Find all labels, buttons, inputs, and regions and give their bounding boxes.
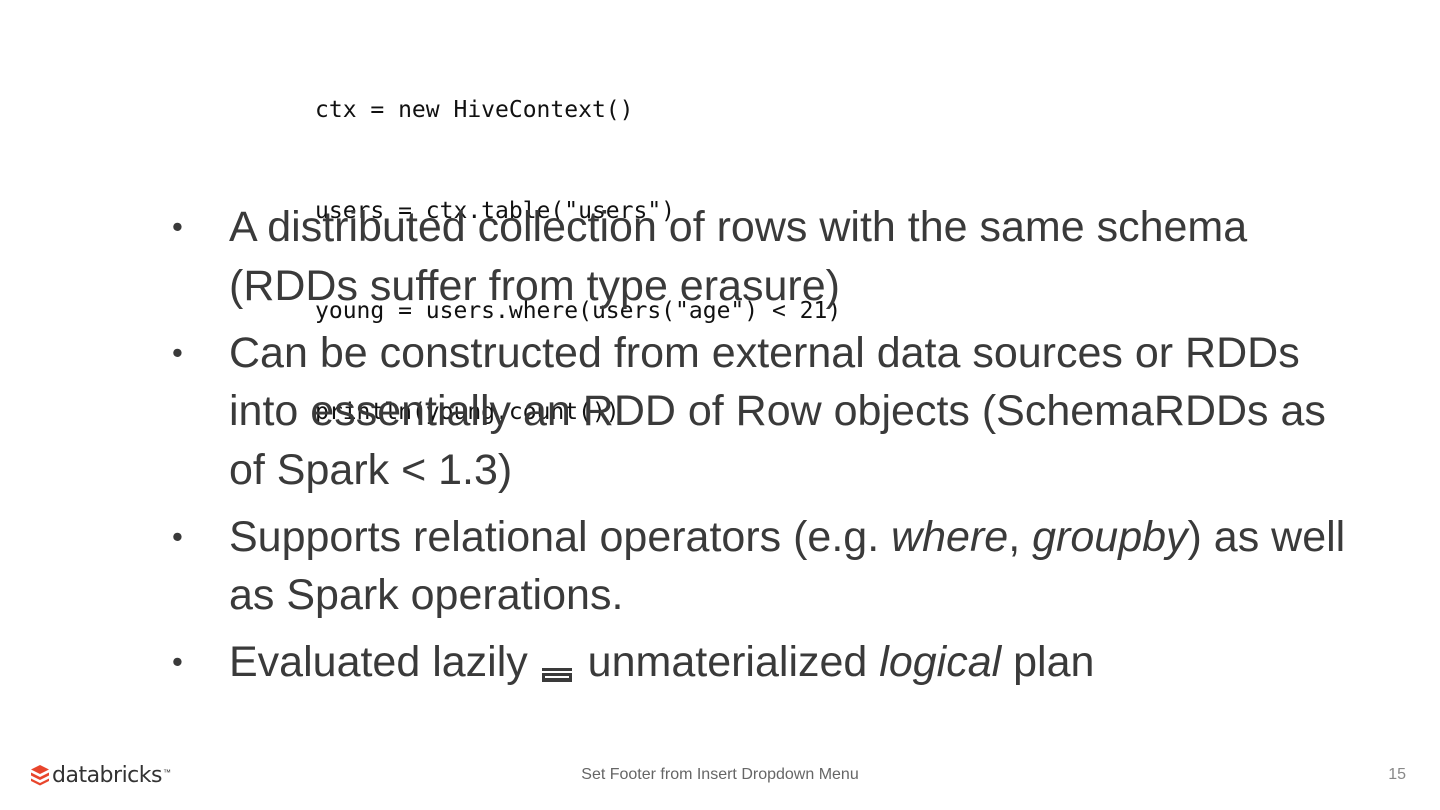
logo-wordmark: databricks [52, 762, 162, 788]
bullet-emphasis: groupby [1032, 512, 1188, 561]
bullet-text: Supports relational operators (e.g. [229, 512, 892, 561]
page-number: 15 [1388, 766, 1406, 783]
bullet-text: unmaterialized [575, 638, 880, 686]
bullet-dot: • [172, 209, 183, 244]
databricks-logo: databricks ™ [30, 762, 171, 788]
bullet-dot: • [172, 334, 183, 370]
bullet-text: ) as well as Spark operations. [229, 512, 1346, 620]
bullet-text: Evaluated lazily [229, 638, 540, 686]
bullet-item: • Supports relational operators (e.g. wh… [172, 508, 1352, 625]
bullet-dot: • [172, 518, 183, 554]
bullet-item: • Evaluated lazily unmaterialized logica… [172, 633, 1352, 692]
bullet-emphasis: where [891, 512, 1009, 561]
bullet-emphasis: logical [879, 638, 1002, 686]
code-line: ctx = new HiveContext() [315, 97, 634, 123]
bullet-list: • A distributed collection of rows with … [172, 198, 1352, 700]
code-line: users = ctx.table("users") [315, 197, 676, 224]
bullet-text: , [1008, 512, 1033, 561]
bullet-item: • A distributed collection of rows with … [172, 198, 1352, 315]
footer-text: Set Footer from Insert Dropdown Menu [581, 766, 859, 783]
code-line: println(young.count()) [315, 398, 620, 425]
bullet-text: plan [1001, 638, 1095, 686]
code-line: young = users.where(users("age") < 21) [315, 298, 842, 324]
implies-arrow-icon [541, 668, 572, 682]
code-snippet: ctx = new HiveContext() users = ctx.tabl… [315, 27, 841, 463]
logo-trademark: ™ [162, 768, 171, 777]
bullet-text: Can be constructed from external data so… [229, 328, 1326, 494]
bullet-dot: • [172, 644, 183, 679]
bullet-text: A distributed collection of rows with th… [229, 203, 1248, 310]
databricks-logo-icon [31, 765, 49, 786]
bullet-item: • Can be constructed from external data … [172, 324, 1352, 500]
